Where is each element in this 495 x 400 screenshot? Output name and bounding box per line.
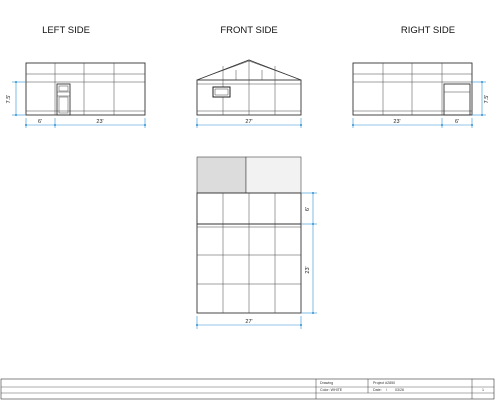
front-window: [212, 86, 231, 98]
left-height-label: 7.5': [6, 95, 12, 104]
title-block-project: Project #2850: [373, 381, 395, 385]
right-main-width-label: 23': [393, 119, 400, 125]
plan-shaded-left: [196, 156, 247, 194]
title-block-drawing: Drawing: [320, 381, 333, 385]
right-side-elevation: 7.5' 23' 6': [352, 62, 490, 128]
front-width-label: 27': [245, 119, 252, 125]
right-door: [443, 83, 471, 116]
title-block-date-sep: /: [386, 388, 387, 392]
right-height-label: 7.5': [484, 95, 490, 104]
title-block-date-label: Date:: [373, 388, 382, 392]
right-side-title: RIGHT SIDE: [401, 25, 455, 36]
plan-width-label: 27': [245, 319, 252, 325]
front-side-title: FRONT SIDE: [220, 25, 277, 36]
plan-view: 6' 23' 27': [196, 156, 317, 329]
title-block-date-value: 03/26: [395, 388, 404, 392]
plan-shaded-right: [245, 156, 302, 194]
plan-top-depth-label: 6': [305, 207, 311, 211]
left-main-width-label: 23': [96, 119, 103, 125]
title-block: Drawing Project #2850 Color: WHITE Date:…: [0, 378, 495, 400]
title-block-color: Color: WHITE: [320, 388, 343, 392]
left-side-title: LEFT SIDE: [42, 25, 90, 36]
left-door-width-label: 6': [38, 119, 42, 125]
right-door-width-label: 6': [455, 119, 459, 125]
left-door: [56, 83, 71, 116]
plan-main-depth-label: 23': [305, 266, 311, 273]
left-side-elevation: 7.5' 6' 23': [6, 62, 146, 128]
title-block-page-number: 1: [482, 388, 484, 392]
front-side-elevation: 27': [196, 59, 302, 128]
